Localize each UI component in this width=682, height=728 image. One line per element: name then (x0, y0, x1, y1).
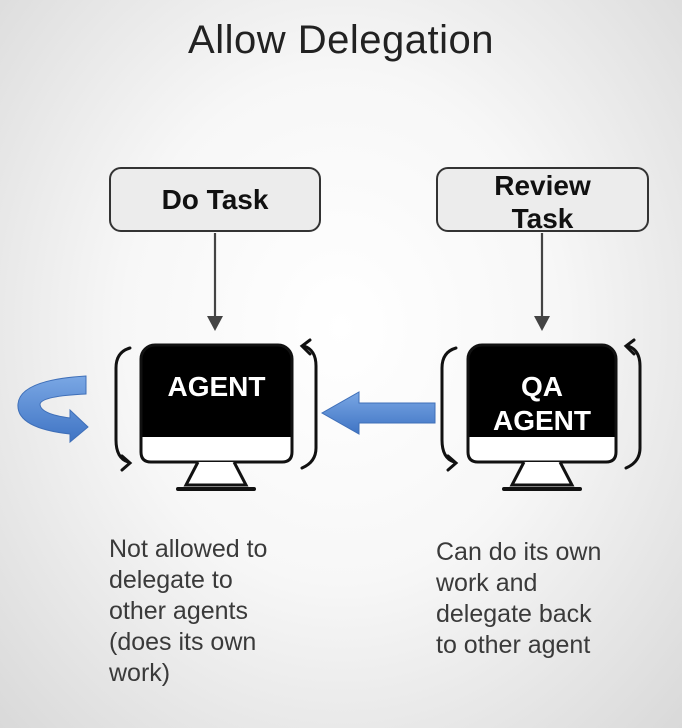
review-task-connector (534, 233, 550, 331)
qa-agent-caption: Can do its own work and delegate back to… (436, 538, 602, 659)
agent-cycle-icon (114, 338, 318, 472)
delegation-arrow-icon (320, 391, 436, 435)
self-loop-arrow-icon (17, 375, 89, 444)
do-task-connector (207, 233, 223, 331)
qa-agent-cycle-icon (440, 338, 642, 472)
do-task-label: Do Task (161, 184, 269, 215)
qa-agent-monitor-icon (466, 343, 618, 491)
review-task-label-line1: Review (494, 170, 591, 201)
agent-monitor-icon (139, 343, 294, 491)
qa-agent-label-line2: AGENT (493, 405, 591, 436)
agent-label: AGENT (167, 371, 266, 402)
do-task-box: Do Task (109, 167, 321, 232)
qa-agent-label-line1: QA (521, 371, 563, 402)
review-task-box: Review Task (436, 167, 649, 234)
qa-agent-label: QA AGENT (470, 370, 614, 438)
agent-caption: Not allowed to delegate to other agents … (109, 535, 268, 687)
diagram-title: Allow Delegation (188, 18, 494, 62)
review-task-label-line2: Task (511, 203, 574, 234)
